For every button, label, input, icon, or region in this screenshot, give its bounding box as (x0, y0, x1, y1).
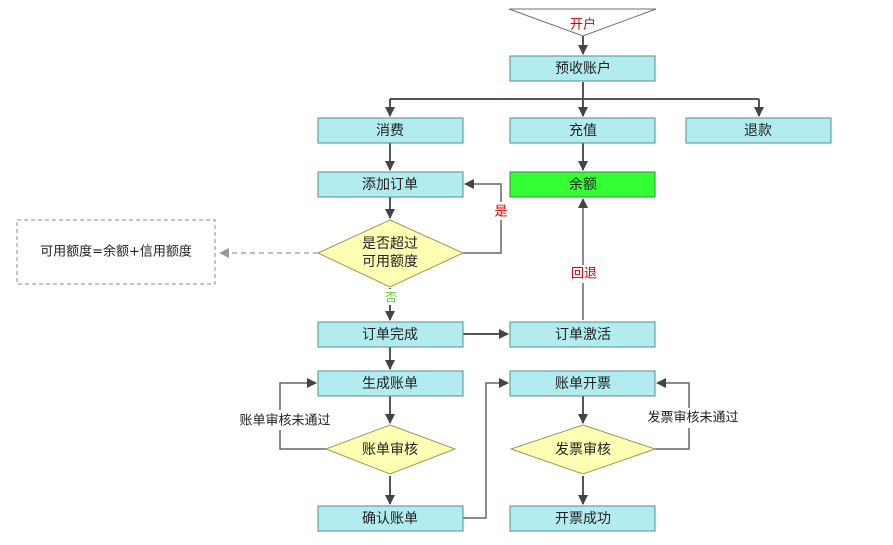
node-consume: 消费 (317, 117, 464, 144)
node-refund-label: 退款 (744, 123, 772, 139)
node-consume-label: 消费 (376, 123, 404, 139)
edge-label-rollback: 回退 (571, 267, 597, 282)
node-recharge-label: 充值 (569, 123, 597, 139)
node-confirm-bill-label: 确认账单 (362, 511, 418, 527)
edge-confirm-invoice (463, 378, 509, 519)
node-balance-label: 余额 (569, 176, 597, 193)
node-balance: 余额 (509, 171, 656, 198)
node-check-limit: 是否超过 可用额度 (316, 219, 465, 288)
node-start-label: 开户 (570, 17, 596, 33)
node-check-line1: 是否超过 (362, 236, 418, 252)
node-invoice-done: 开票成功 (509, 505, 656, 532)
node-note-label: 可用额度=余额+信用额度 (40, 244, 192, 260)
node-bill-audit: 账单审核 (324, 424, 457, 475)
edge-label-no: 否 (385, 291, 397, 305)
node-recharge: 充值 (509, 117, 656, 144)
node-gen-bill-label: 生成账单 (362, 376, 418, 392)
edge-labels: 是 否 回退 账单审核未通过 发票审核未通过 (232, 202, 746, 430)
node-bill-audit-label: 账单审核 (362, 442, 418, 458)
node-bill-invoice: 账单开票 (509, 370, 656, 397)
node-order-done-label: 订单完成 (362, 327, 418, 343)
node-order-activate: 订单激活 (509, 321, 656, 348)
edge-label-bill-reject: 账单审核未通过 (239, 414, 330, 429)
node-order-activate-label: 订单激活 (555, 326, 611, 343)
node-invoice-audit: 发票审核 (509, 424, 657, 475)
edge-label-invoice-reject: 发票审核未通过 (647, 410, 738, 426)
node-bill-invoice-label: 账单开票 (555, 376, 611, 392)
node-add-order: 添加订单 (317, 171, 464, 198)
edge-label-yes: 是 (494, 205, 507, 220)
node-prepaid-label: 预收账户 (555, 60, 611, 77)
node-refund: 退款 (685, 117, 832, 144)
node-note: 可用额度=余额+信用额度 (16, 219, 216, 285)
node-invoice-audit-label: 发票审核 (555, 442, 611, 458)
node-order-done: 订单完成 (317, 321, 464, 348)
node-start: 开户 (508, 8, 657, 37)
node-check-line2: 可用额度 (362, 254, 418, 270)
node-prepaid: 预收账户 (509, 55, 656, 82)
node-add-order-label: 添加订单 (362, 177, 418, 193)
node-gen-bill: 生成账单 (317, 370, 464, 397)
node-confirm-bill: 确认账单 (317, 505, 464, 532)
edges (219, 36, 764, 519)
node-invoice-done-label: 开票成功 (555, 511, 611, 527)
